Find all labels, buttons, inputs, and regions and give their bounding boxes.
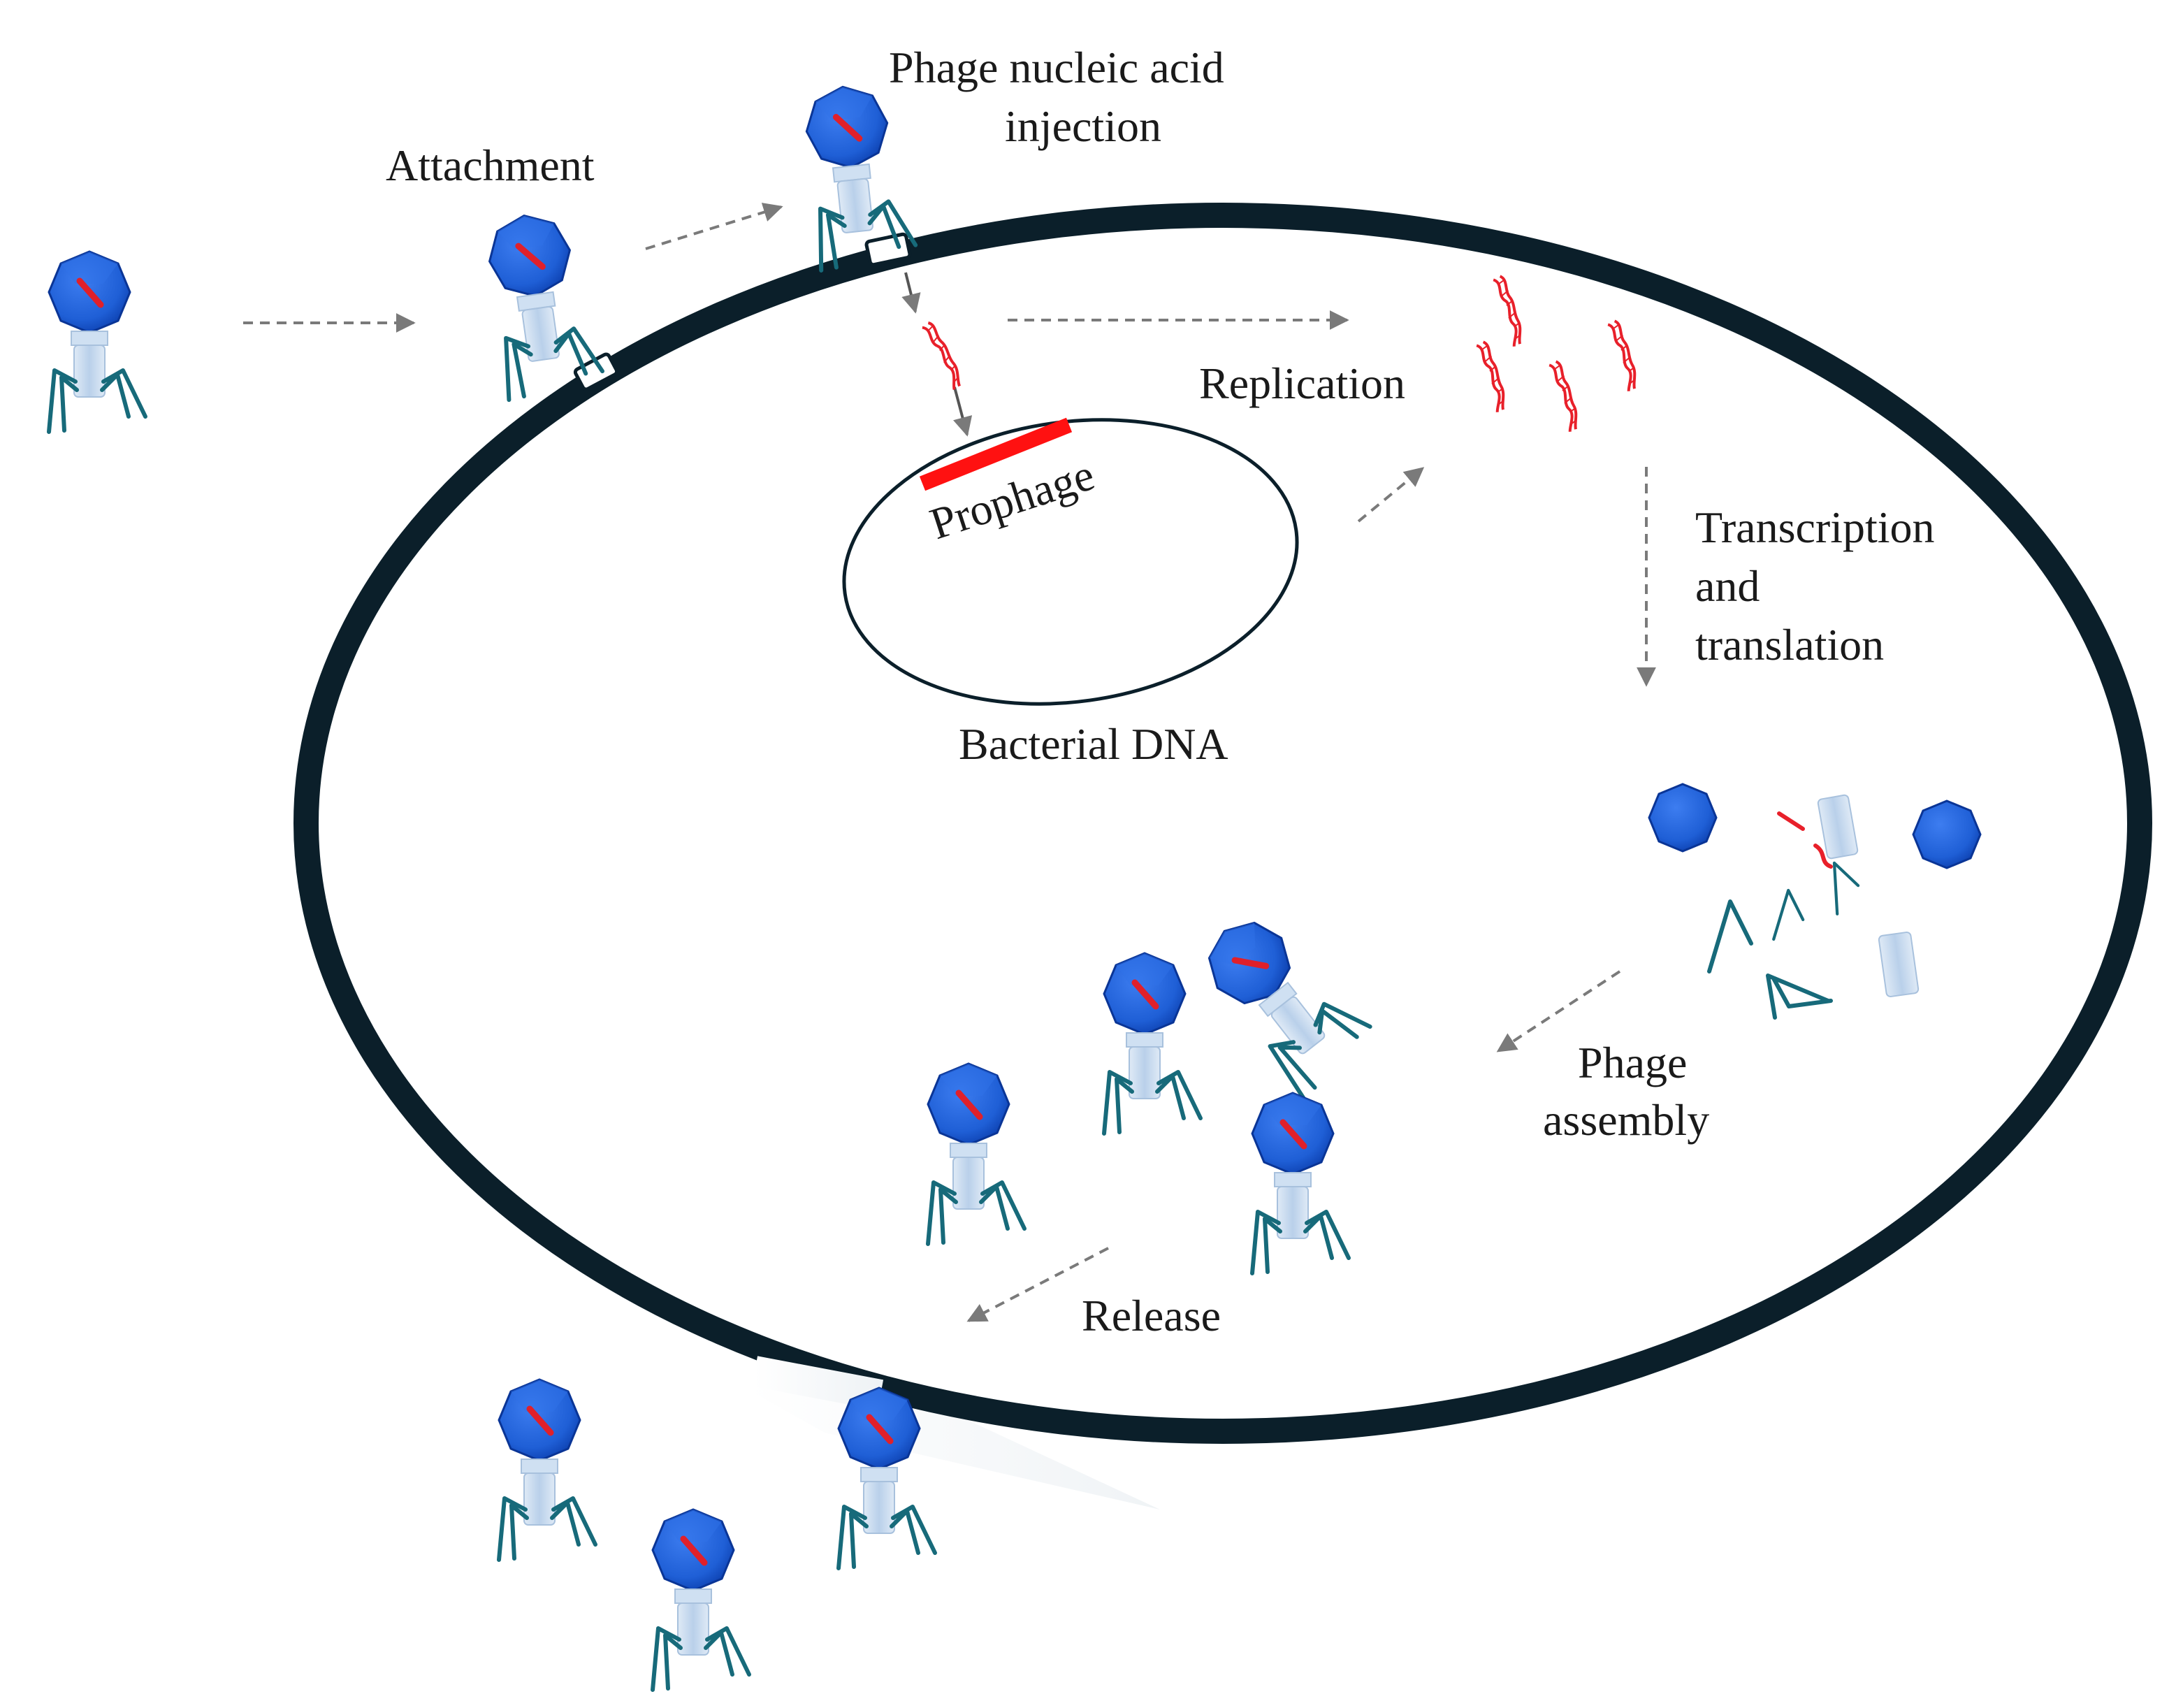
flow-arrows [243,203,1656,1322]
arrow-prophage-to-replication [1357,467,1425,523]
arrow-to-release [966,1247,1109,1322]
bacterial-cell-wall [293,203,2152,1444]
arrow-injection-down [901,272,921,314]
label-replication: Replication [1199,359,1405,408]
label-injection-line2: injection [1005,101,1161,151]
label-assembly-line2: assembly [1543,1095,1709,1145]
replicated-dna-icon [1467,273,1547,350]
tail-sheath-icon [1878,932,1920,997]
receptor-pore-attachment [573,352,619,391]
assembled-phage [928,1064,1024,1244]
label-transcription-line2: and [1695,561,1760,611]
assembled-phage [1252,1093,1349,1273]
label-bacterial-dna: Bacterial DNA [959,719,1228,769]
arrow-integration-down [953,386,973,437]
capsid-icon [1648,783,1718,853]
tail-fiber-icon [1771,976,1833,1008]
replicated-dna-icon [1523,358,1603,435]
cell-wall-rupture [751,1356,884,1410]
arrow-to-assembly [1496,970,1621,1052]
bacterial-dna-loop [842,418,1299,706]
label-injection-line1: Phage nucleic acid [889,43,1224,92]
replicated-dna-icon [1451,338,1530,416]
assembled-phage [1193,897,1380,1098]
label-release: Release [1082,1291,1221,1340]
label-transcription-line1: Transcription [1695,502,1935,552]
label-attachment: Attachment [386,140,595,190]
prophage-segment [919,417,1073,491]
label-assembly-line1: Phage [1578,1038,1687,1087]
capsid-icon [1912,799,1982,869]
tail-fiber-icon [1774,890,1803,939]
tail-sheath-icon [1817,794,1859,860]
tail-fiber-icon [1709,902,1751,971]
label-transcription-line3: translation [1695,620,1884,670]
released-phage [653,1510,749,1690]
phage-free [49,252,145,432]
phage-components [1648,783,1982,1020]
injection-arrows [901,272,973,437]
replicated-dna-icon [1582,317,1662,395]
injected-dna-icon [901,319,981,393]
released-phage [499,1380,595,1560]
arrow-to-injection [645,203,783,250]
assembled-phage [1104,953,1201,1134]
genome-fragment-icon [1777,811,1833,869]
tail-fiber-icon [1766,974,1830,1020]
phage-attaching [484,208,604,400]
